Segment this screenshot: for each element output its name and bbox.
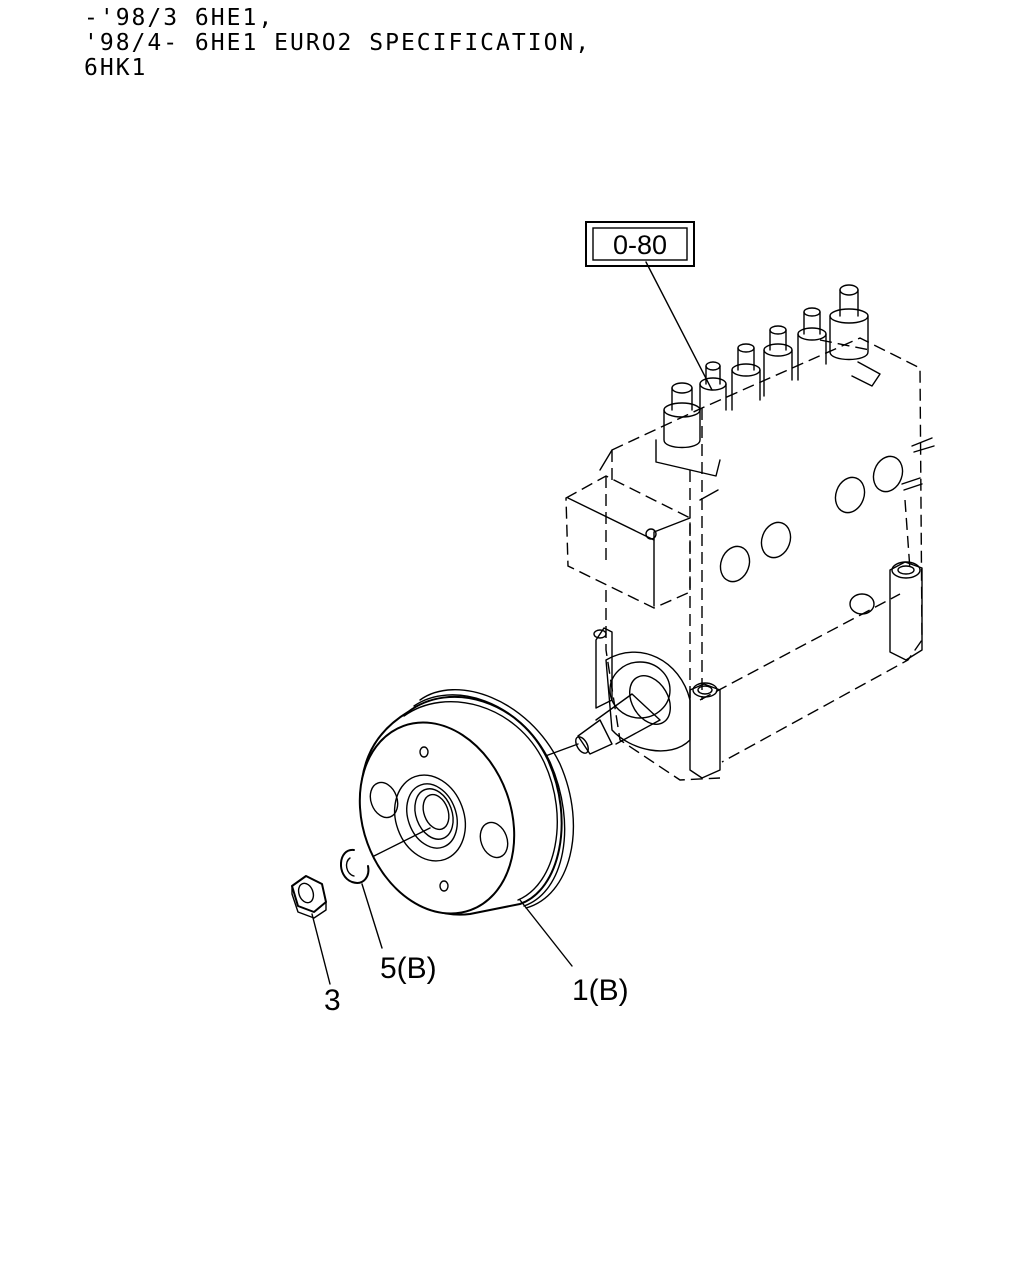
part-5-label: 5(B) [380, 952, 437, 985]
drive-coupling [358, 689, 575, 916]
plunger-heads [655, 284, 881, 477]
governor-block [565, 475, 691, 609]
header-line-2: '98/4- 6HE1 EURO2 SPECIFICATION, [84, 30, 592, 56]
reference-label: 0-80 [613, 230, 667, 260]
injection-pump-body [593, 337, 935, 781]
leader-lines [311, 261, 713, 985]
part-3-label: 3 [324, 984, 341, 1017]
part-1-label: 1(B) [572, 974, 629, 1007]
hex-nut [291, 875, 327, 919]
reference-box-outer [585, 221, 695, 267]
drive-shaft [575, 675, 671, 755]
lock-washer [340, 848, 370, 884]
hub-centerline [373, 827, 431, 857]
header-line-1: -'98/3 6HE1, [84, 5, 275, 31]
header-line-3: 6HK1 [84, 55, 148, 81]
leader-part-5 [361, 883, 383, 949]
leader-ref [645, 261, 713, 391]
diagram-header: -'98/3 6HE1, '98/4- 6HE1 EURO2 SPECIFICA… [84, 6, 591, 81]
leader-part-3 [311, 913, 331, 985]
reference-box-inner [592, 227, 688, 261]
reference-callout: 0-80 [585, 221, 695, 267]
leader-part-1 [519, 899, 573, 967]
